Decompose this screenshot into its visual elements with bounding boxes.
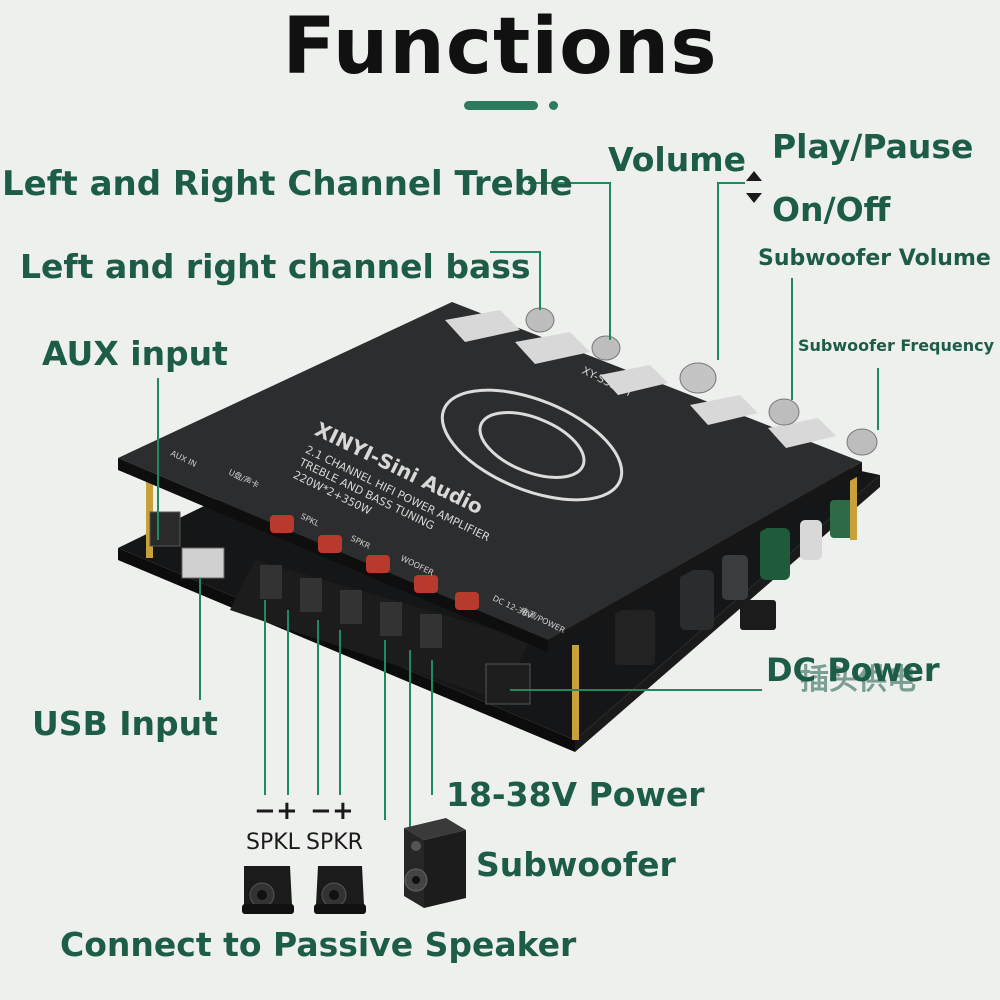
panel-logo [440,388,624,502]
top-panel-side [548,462,862,652]
title-dot [549,101,558,110]
red-terminals [270,515,479,610]
sub-volume-label: Subwoofer Volume [758,246,991,271]
leader-lines [157,182,879,835]
usb-port [181,547,225,579]
spkr-plus: + [332,796,354,826]
dc-power-label: DC Power [766,651,940,689]
on-off-label: On/Off [772,190,891,229]
components [615,500,854,665]
spkr-minus: − [310,796,332,826]
play-pause-label: Play/Pause [772,127,974,166]
spkl-label: SPKL [246,830,300,855]
speaker-left-icon [242,866,294,914]
power-range-label: 18-38V Power [446,775,705,814]
subwoofer-label: Subwoofer [476,845,676,884]
usb-input-label: USB Input [32,704,218,743]
treble-label: Left and Right Channel Treble [2,164,573,204]
passive-speaker-label: Connect to Passive Speaker [60,925,577,964]
volume-knob [679,362,717,394]
speaker-right-icon [314,866,366,914]
volume-label: Volume [608,140,746,179]
terminal-block [230,560,530,700]
spkl-minus: − [254,796,276,826]
aux-jack [149,511,181,547]
treble-knob [591,335,621,361]
spkr-label: SPKR [306,830,363,855]
sub-volume-knob [768,398,800,426]
sub-freq-knob [846,428,878,456]
knob-plates [445,310,836,448]
up-down-arrow-icon [746,171,762,203]
sub-freq-label: Subwoofer Frequency [798,336,995,355]
spkl-plus: + [276,796,298,826]
lower-pcb-edge [118,548,575,752]
aux-input-label: AUX input [42,334,228,373]
subwoofer-speaker-icon [404,818,466,908]
title-underline [464,101,538,110]
top-panel [118,302,862,640]
top-panel-front [118,458,548,652]
dc-power-cn-label: 插头供电 [800,662,917,696]
page-title: Functions [282,2,718,92]
dc-jack [485,663,531,705]
bass-label: Left and right channel bass [20,247,531,286]
bass-knob [525,307,555,333]
